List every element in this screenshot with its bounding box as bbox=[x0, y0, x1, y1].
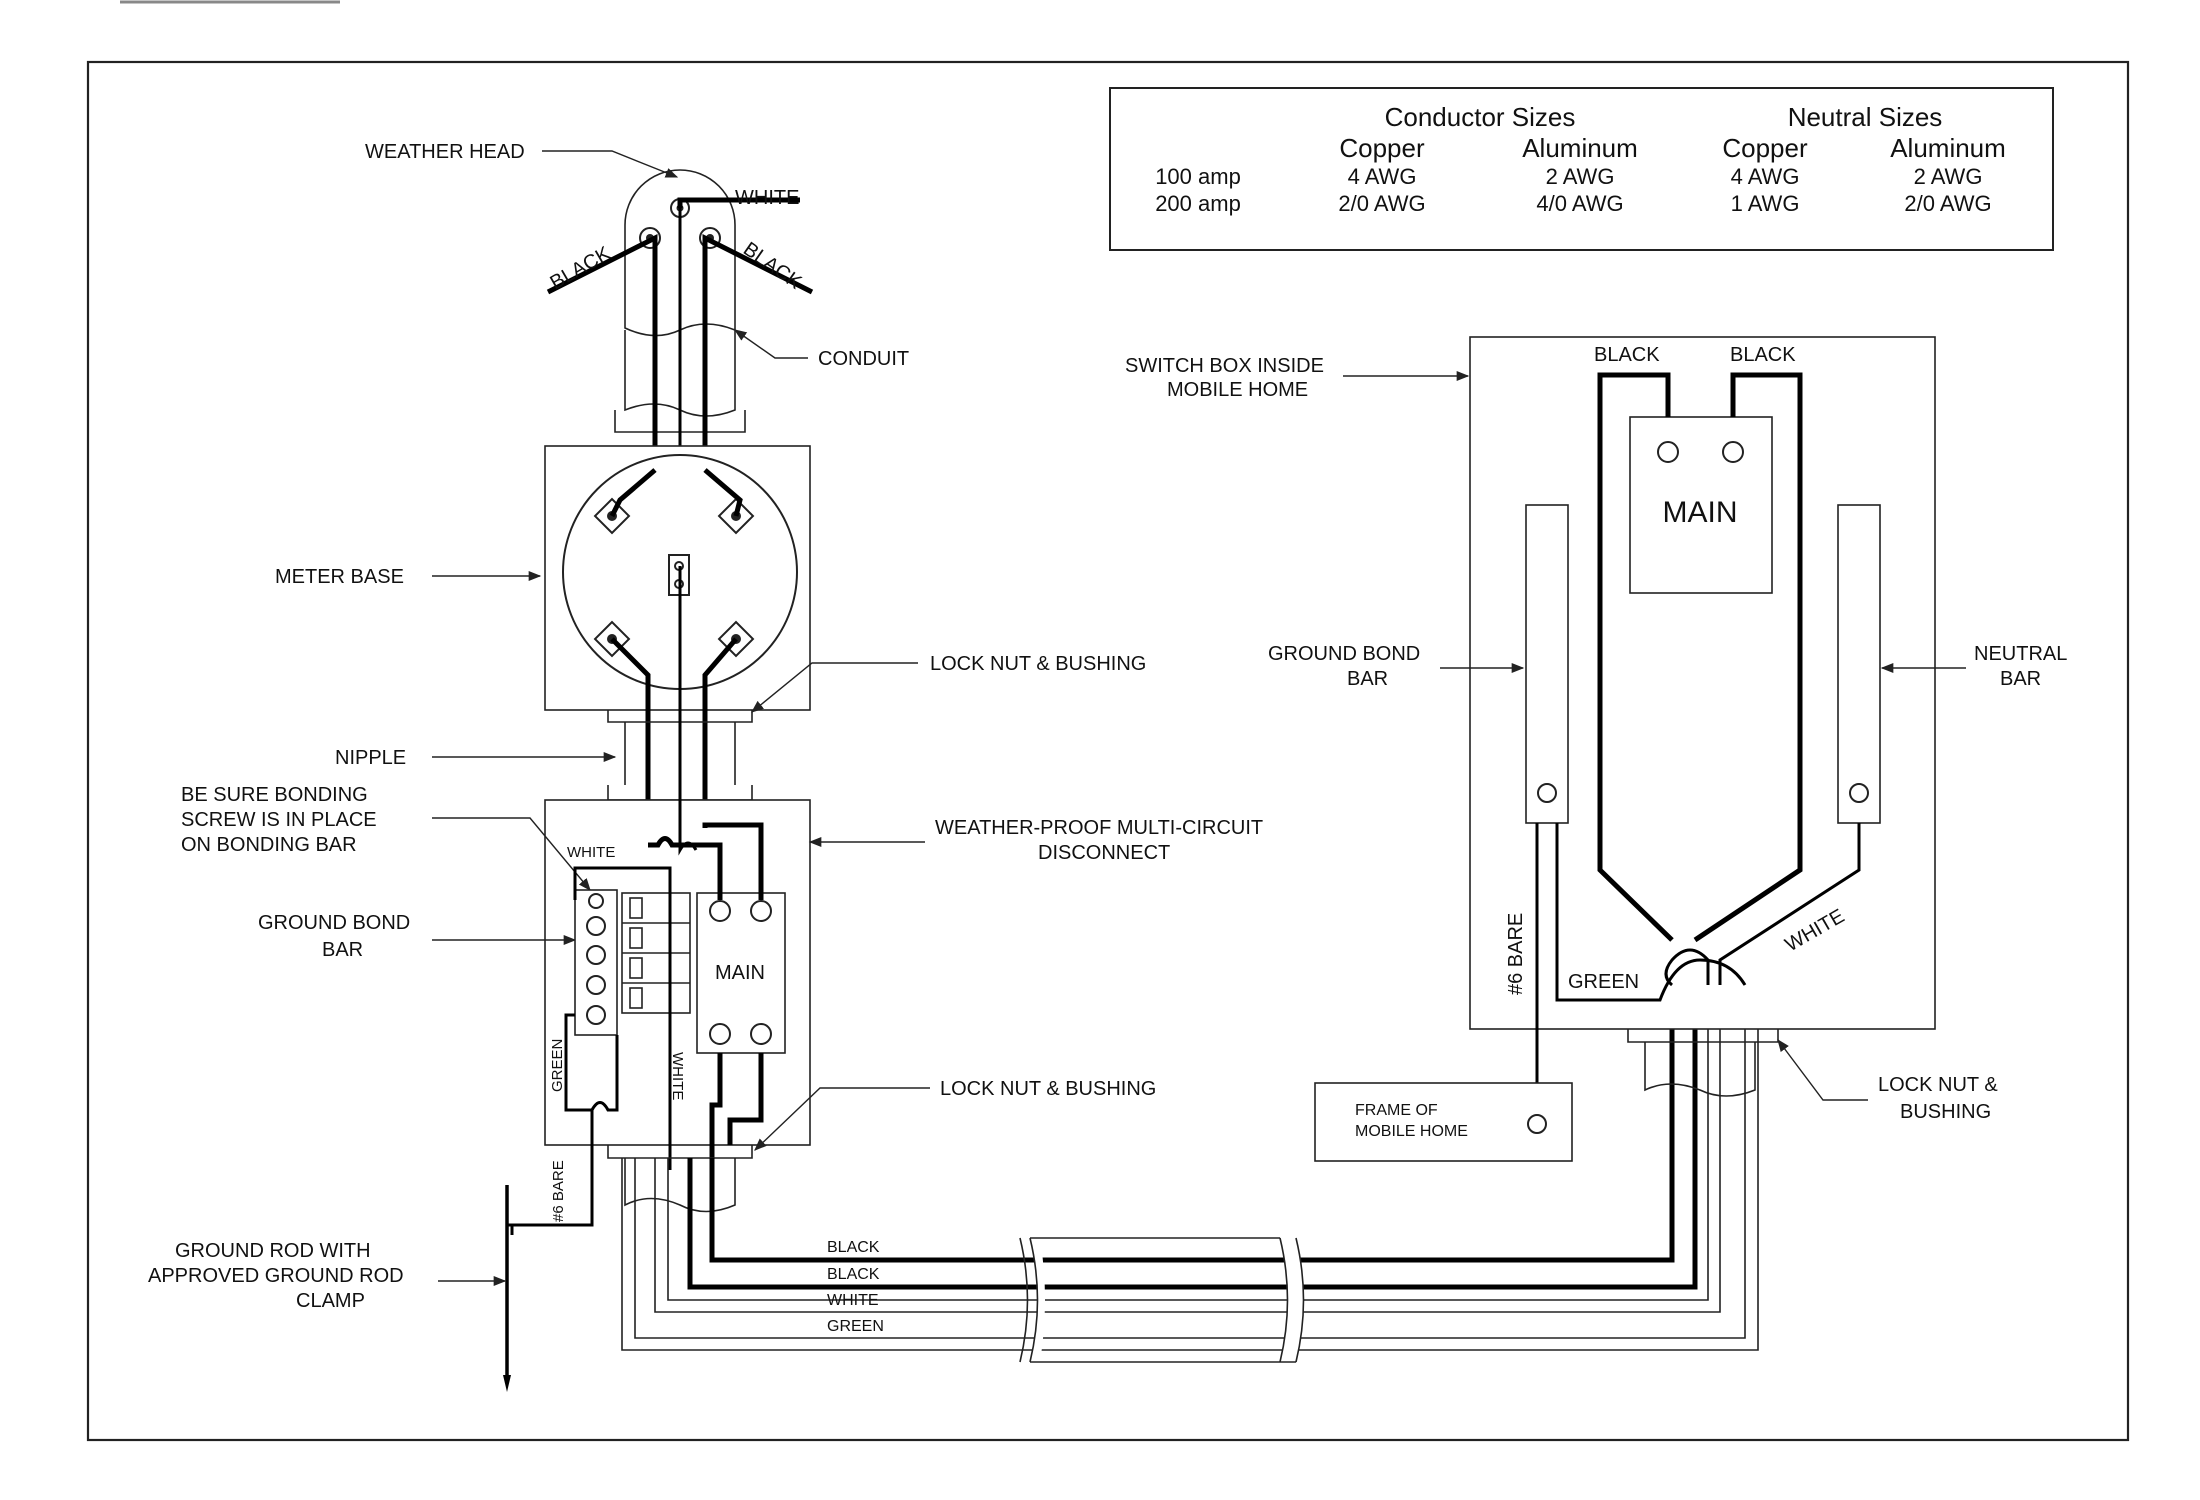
frame-label-2: MOBILE HOME bbox=[1355, 1123, 1468, 1140]
table-cell: 1 AWG bbox=[1731, 191, 1800, 216]
disconnect-main-breaker bbox=[696, 892, 786, 1054]
ground-bond-bar-label-1: GROUND BOND bbox=[258, 912, 410, 934]
switch-box-green-label: GREEN bbox=[1568, 971, 1639, 993]
bonding-note-2: SCREW IS IN PLACE bbox=[181, 809, 377, 831]
switch-box-label-2: MOBILE HOME bbox=[1167, 379, 1308, 401]
run-label-black-2: BLACK bbox=[827, 1266, 880, 1283]
table-cell: 2/0 AWG bbox=[1904, 191, 1991, 216]
nipple-label: NIPPLE bbox=[335, 747, 406, 769]
ground-rod-label-3: CLAMP bbox=[296, 1290, 365, 1312]
table-cell: 4 AWG bbox=[1348, 164, 1417, 189]
ground-rod-label-2: APPROVED GROUND ROD bbox=[148, 1265, 404, 1287]
table-cell: 2 AWG bbox=[1546, 164, 1615, 189]
white-label-vertical: WHITE bbox=[669, 1052, 686, 1100]
feeder-run bbox=[621, 940, 1759, 1351]
meter-base bbox=[544, 445, 811, 711]
green-label-disconnect: GREEN bbox=[549, 1039, 566, 1092]
run-label-black-1: BLACK bbox=[827, 1239, 880, 1256]
ground-bond-bar-sb-label-2: BAR bbox=[1347, 668, 1388, 690]
switch-box-main-label: MAIN bbox=[1663, 496, 1738, 529]
lock-nut-bushing-label-1: LOCK NUT & BUSHING bbox=[930, 653, 1146, 675]
disconnect-main-label: MAIN bbox=[715, 962, 765, 984]
aluminum-col-1: Aluminum bbox=[1522, 133, 1638, 163]
switch-box bbox=[1469, 336, 1936, 1030]
branch-breakers bbox=[621, 892, 691, 1014]
lock-nut-bushing-label-3b: BUSHING bbox=[1900, 1101, 1991, 1123]
conductor-size-table: Conductor Sizes Neutral Sizes Copper Alu… bbox=[1109, 87, 2054, 251]
meter-base-label: METER BASE bbox=[275, 566, 404, 588]
run-label-white: WHITE bbox=[827, 1292, 879, 1309]
switch-box-black-label-1: BLACK bbox=[1594, 344, 1660, 366]
conductor-sizes-header: Conductor Sizes bbox=[1385, 102, 1576, 132]
drawing-border bbox=[86, 60, 2130, 1442]
black-wire-label-right: BLACK bbox=[739, 238, 806, 294]
black-wire-label-left: BLACK bbox=[547, 242, 615, 294]
white-label-disconnect: WHITE bbox=[567, 844, 615, 861]
weather-head-label: WEATHER HEAD bbox=[365, 141, 525, 163]
ground-bond-bar-label-2: BAR bbox=[322, 939, 363, 961]
switch-box-label-1: SWITCH BOX INSIDE bbox=[1125, 355, 1324, 377]
bonding-note-3: ON BONDING BAR bbox=[181, 834, 357, 856]
neutral-bar-label-1: NEUTRAL bbox=[1974, 643, 2067, 665]
lock-nut-bushing-label-3a: LOCK NUT & bbox=[1878, 1074, 1998, 1096]
table-cell: 2/0 AWG bbox=[1338, 191, 1425, 216]
table-cell: 4 AWG bbox=[1731, 164, 1800, 189]
bare-6-label-left: #6 BARE bbox=[550, 1160, 567, 1222]
aluminum-col-2: Aluminum bbox=[1890, 133, 2006, 163]
neutral-bar-label-2: BAR bbox=[2000, 668, 2041, 690]
table-cell: 4/0 AWG bbox=[1536, 191, 1623, 216]
table-cell: 2 AWG bbox=[1914, 164, 1983, 189]
ground-bond-bar-sb-label-1: GROUND BOND bbox=[1268, 643, 1420, 665]
mobile-home-frame bbox=[1314, 1082, 1573, 1162]
neutral-sizes-header: Neutral Sizes bbox=[1788, 102, 1943, 132]
disconnect-label-1: WEATHER-PROOF MULTI-CIRCUIT bbox=[935, 817, 1263, 839]
white-wire-label: WHITE bbox=[735, 187, 799, 209]
ground-rod bbox=[503, 1185, 592, 1392]
copper-col-2: Copper bbox=[1722, 133, 1808, 163]
bare-6-label-right: #6 BARE bbox=[1505, 913, 1527, 995]
switch-box-black-label-2: BLACK bbox=[1730, 344, 1796, 366]
copper-col-1: Copper bbox=[1339, 133, 1425, 163]
bonding-note-1: BE SURE BONDING bbox=[181, 784, 368, 806]
table-row-label: 200 amp bbox=[1155, 191, 1241, 216]
run-label-green: GREEN bbox=[827, 1318, 884, 1335]
disconnect-label-2: DISCONNECT bbox=[1038, 842, 1170, 864]
disconnect-ground-bond-bar bbox=[574, 889, 618, 1036]
ground-rod-label-1: GROUND ROD WITH bbox=[175, 1240, 371, 1262]
frame-label-1: FRAME OF bbox=[1355, 1102, 1438, 1119]
table-row-label: 100 amp bbox=[1155, 164, 1241, 189]
lock-nut-bushing-label-2: LOCK NUT & BUSHING bbox=[940, 1078, 1156, 1100]
conduit-label: CONDUIT bbox=[818, 348, 909, 370]
